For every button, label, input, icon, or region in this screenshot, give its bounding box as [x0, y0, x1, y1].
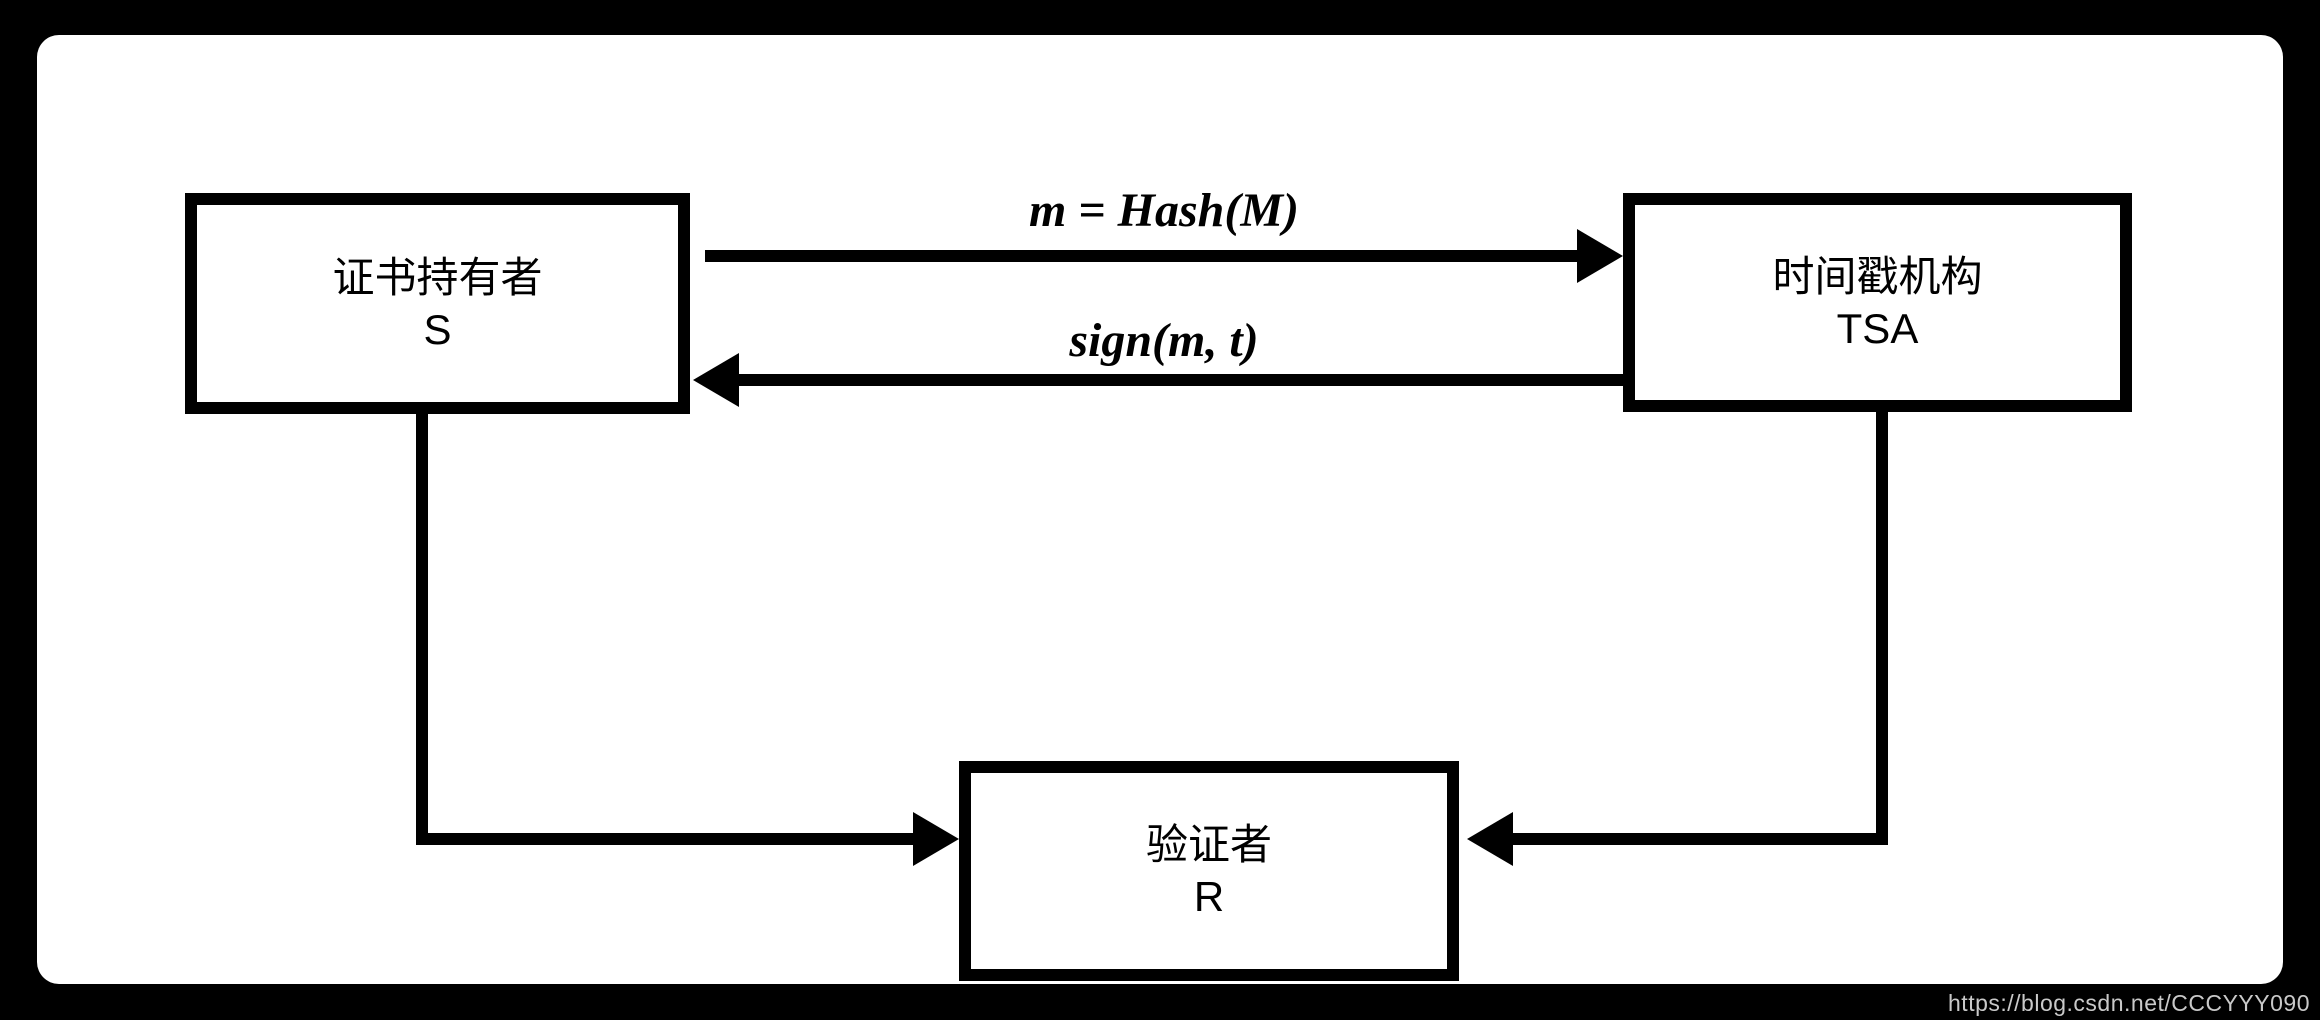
arrow-tsa-to-s-arrowhead-icon	[693, 353, 739, 407]
connector-s-to-r-arrowhead-icon	[913, 812, 959, 866]
node-tsa: 时间戳机构 TSA	[1623, 193, 2132, 412]
edge-label-hash: m = Hash(M)	[1028, 184, 1300, 237]
node-certificate-holder: 证书持有者 S	[185, 193, 690, 414]
node-verifier: 验证者 R	[959, 761, 1459, 981]
node-certificate-holder-symbol: S	[423, 305, 452, 353]
node-verifier-label: 验证者	[1145, 821, 1272, 868]
watermark-url: https://blog.csdn.net/CCCYYY090	[1948, 990, 2310, 1016]
node-tsa-symbol: TSA	[1836, 304, 1919, 352]
arrow-s-to-tsa-shaft	[705, 250, 1579, 262]
node-tsa-label: 时间戳机构	[1772, 252, 1983, 300]
diagram-canvas: 证书持有者 S 时间戳机构 TSA 验证者 R m = Hash(M) sign…	[37, 35, 2283, 984]
connector-tsa-to-r-vertical	[1876, 409, 1888, 845]
connector-tsa-to-r-arrowhead-icon	[1467, 812, 1513, 866]
arrow-s-to-tsa-arrowhead-icon	[1577, 229, 1623, 283]
node-verifier-symbol: R	[1193, 873, 1225, 920]
edge-label-sign: sign(m, t)	[1069, 314, 1259, 367]
connector-s-to-r-horizontal	[416, 833, 917, 845]
connector-tsa-to-r-horizontal	[1513, 833, 1888, 845]
connector-s-to-r-vertical	[416, 414, 428, 845]
node-certificate-holder-label: 证书持有者	[332, 253, 543, 301]
arrow-tsa-to-s-shaft	[739, 374, 1623, 386]
